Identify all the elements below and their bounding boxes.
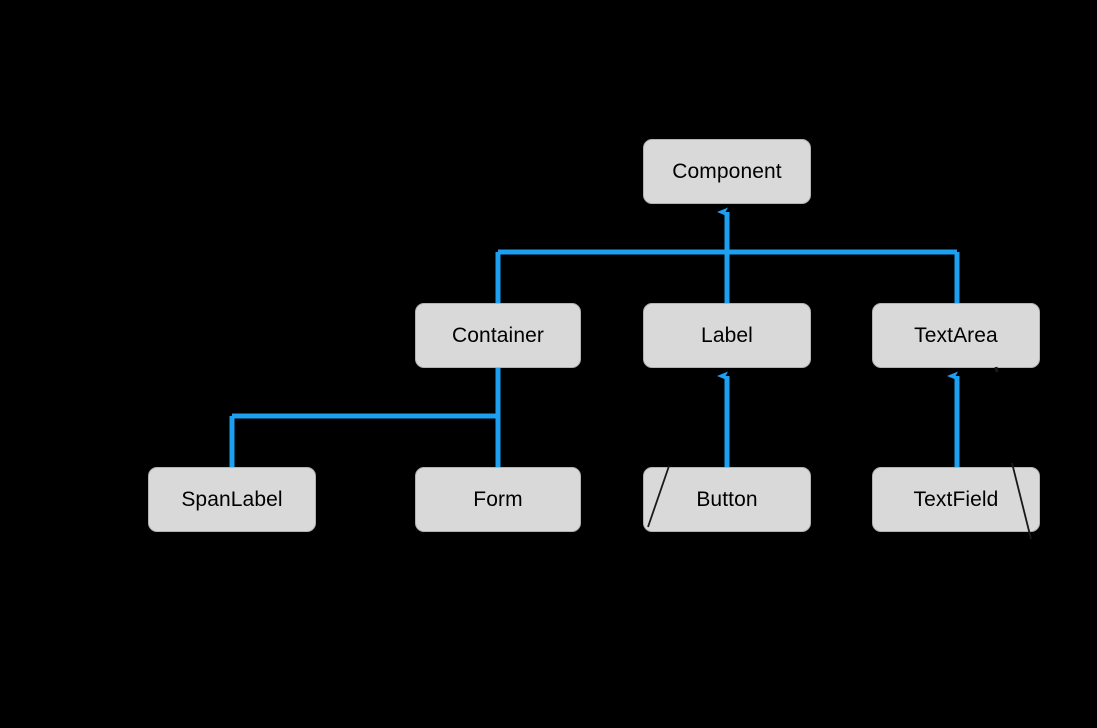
node-form[interactable]: Form [415, 467, 581, 532]
node-spanlabel[interactable]: SpanLabel [148, 467, 316, 532]
node-label-label: Label [701, 324, 753, 347]
node-component[interactable]: Component [643, 139, 811, 204]
node-label-spanlabel: SpanLabel [181, 488, 283, 511]
node-textfield[interactable]: TextField [872, 467, 1040, 532]
node-label-button: Button [696, 488, 758, 511]
node-label-textarea: TextArea [914, 324, 998, 347]
node-label-container: Container [452, 324, 544, 347]
node-label-textfield: TextField [913, 488, 999, 511]
node-textarea[interactable]: TextArea [872, 303, 1040, 368]
node-label-form: Form [473, 488, 523, 511]
node-label[interactable]: Label [643, 303, 811, 368]
node-label-component: Component [672, 160, 782, 183]
node-button[interactable]: Button [643, 467, 811, 532]
node-container[interactable]: Container [415, 303, 581, 368]
